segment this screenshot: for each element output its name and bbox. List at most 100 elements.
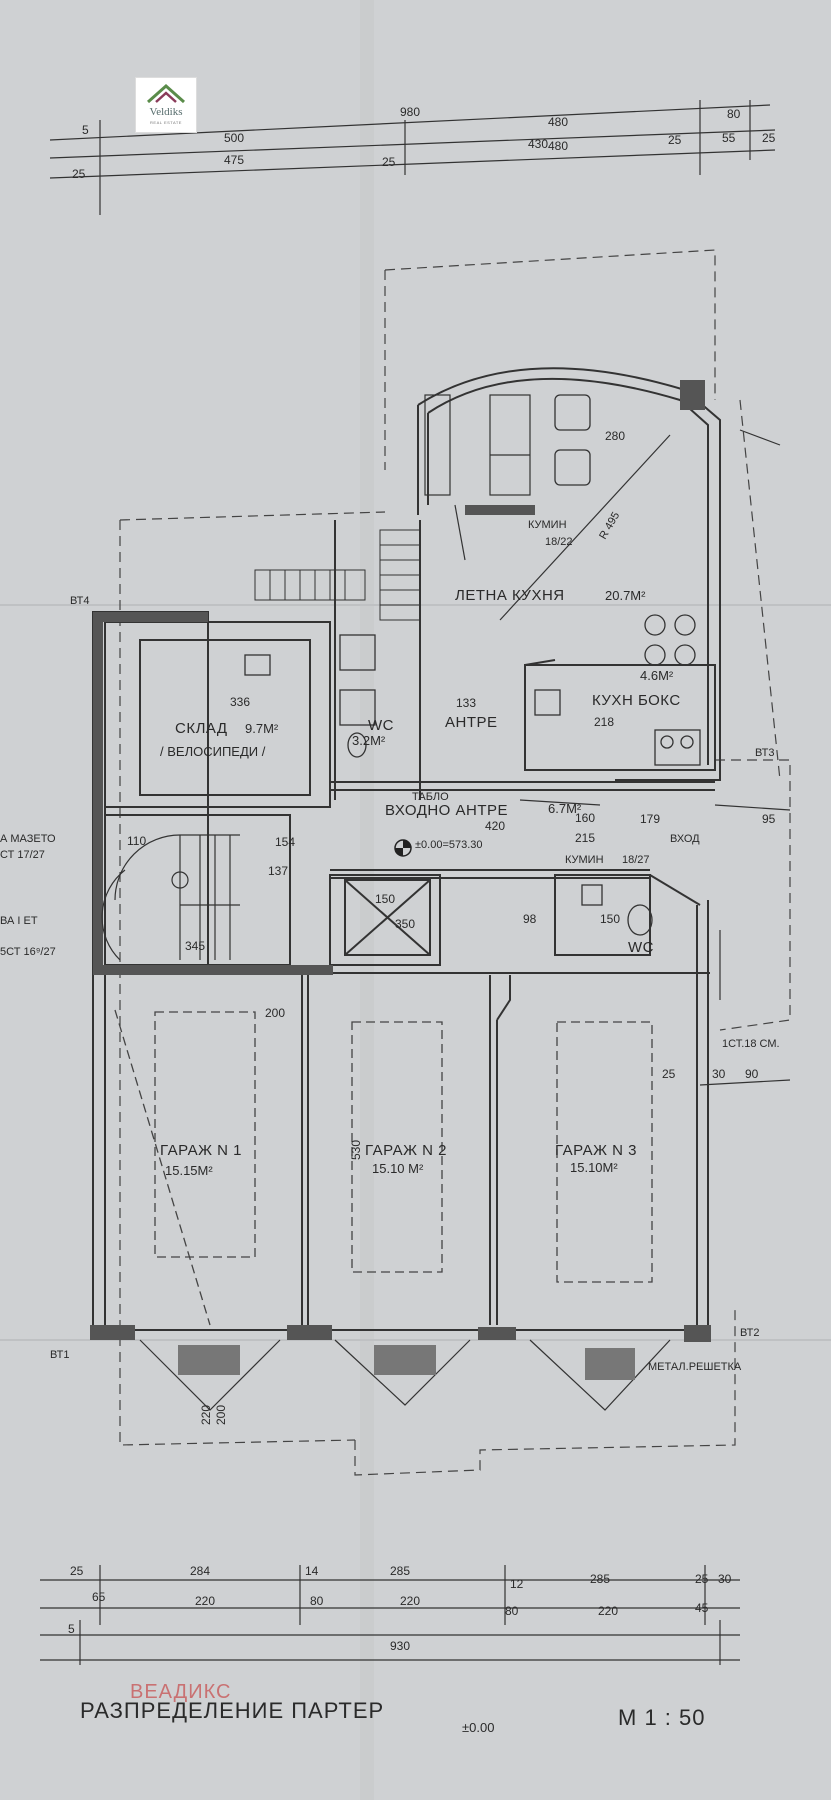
side-stairs (254, 529, 421, 621)
bottom-dim-2: 284 (190, 1564, 210, 1578)
top-dim-6: 480 (548, 139, 568, 153)
fixtures (244, 394, 701, 936)
bottom-dim-11: 80 (310, 1594, 324, 1608)
garage1-label: ГАРАЖ N 1 (160, 1142, 242, 1159)
top-dim-2: 480 (548, 115, 568, 129)
level-marker-icon (394, 839, 412, 857)
garage2-label: ГАРАЖ N 2 (365, 1142, 447, 1159)
top-dim-13: 25 (762, 131, 776, 145)
metal-grates (178, 1345, 635, 1380)
steps-note: 1СТ.18 СМ. (722, 1038, 780, 1050)
bottom-dim-8: 30 (718, 1572, 732, 1586)
top-dim-11: 25 (668, 133, 682, 147)
wc2-label: WC (628, 939, 654, 956)
wall-blocks (90, 380, 711, 1342)
garage3-area: 15.10M² (570, 1160, 618, 1175)
top-dimension-lines (49, 100, 776, 215)
inner-dim-160: 160 (575, 811, 595, 825)
top-dim-7: 25 (72, 167, 86, 181)
kitchen-box-label: КУХН БОКС (592, 692, 681, 709)
table-label: ТАБЛО (412, 791, 449, 803)
garage-car-outlines (114, 1009, 653, 1326)
stair-note-1: А МАЗЕТО (0, 833, 56, 845)
inner-dim-150b: 150 (600, 912, 620, 926)
inner-dim-110: 110 (127, 834, 146, 848)
fireplace2-size: 18/27 (622, 854, 650, 866)
storage-label: СКЛАД (175, 720, 228, 737)
stair-note-2: СТ 17/27 (0, 849, 45, 861)
inner-dim-336: 336 (230, 695, 250, 709)
plan-title: РАЗПРЕДЕЛЕНИЕ ПАРТЕР (80, 1698, 384, 1723)
watermark: ВЕАДИКС (130, 1681, 232, 1703)
metal-grid-label: МЕТАЛ.РЕШЕТКА (648, 1361, 742, 1373)
storage-note: / ВЕЛОСИПЕДИ / (160, 744, 266, 759)
inner-dim-215: 215 (575, 831, 595, 845)
inner-dim-218: 218 (594, 715, 614, 729)
axis-bt3: ВТ3 (755, 747, 774, 759)
garage1-area: 15.15M² (165, 1163, 213, 1178)
logo-name: Veldiks (149, 106, 183, 118)
inner-dim-25: 25 (662, 1067, 676, 1081)
entry-hall-area: 6.7M² (548, 801, 582, 816)
right-outer-lines (699, 429, 791, 1086)
bottom-dim-15: 45 (695, 1601, 709, 1615)
inner-dim-530: 530 (349, 1140, 363, 1160)
radius-line (499, 434, 671, 621)
level-mark: ±0.00=573.30 (415, 839, 483, 851)
bottom-dim-1: 25 (70, 1564, 84, 1578)
top-dim-10: 430 (528, 137, 548, 151)
inner-dim-345: 345 (185, 939, 205, 953)
top-dim-5: 500 (224, 131, 244, 145)
garage-gates (139, 1339, 671, 1411)
inner-dim-98: 98 (523, 912, 537, 926)
plan-level: ±0.00 (462, 1720, 494, 1735)
wc1-area: 3.2M² (352, 733, 386, 748)
axis-bt1: ВТ1 (50, 1349, 69, 1361)
entrance-label: ВХОД (670, 833, 700, 845)
inner-dim-150a: 150 (375, 892, 395, 906)
summer-kitchen-label: ЛЕТНА КУХНЯ (455, 587, 565, 604)
bottom-dimension-lines (40, 1565, 740, 1665)
inner-dim-200b: 200 (214, 1405, 228, 1425)
inner-dim-133: 133 (456, 696, 476, 710)
inner-dim-30: 30 (712, 1067, 726, 1081)
fireplace2-label: КУМИН (565, 854, 604, 866)
bottom-dim-3: 14 (305, 1564, 319, 1578)
house-logo-icon (147, 83, 185, 104)
bottom-dim-7: 25 (695, 1572, 709, 1586)
inner-dim-154: 154 (275, 835, 295, 849)
top-dim-4: 5 (82, 123, 89, 137)
storage-area: 9.7M² (245, 721, 279, 736)
bottom-dim-4: 285 (390, 1564, 410, 1578)
bottom-dim-10: 220 (195, 1594, 215, 1608)
kitchen-counters (424, 394, 601, 806)
spiral-stair (101, 834, 240, 961)
fireplace1-size: 18/22 (545, 536, 573, 548)
kitchen-box-area: 4.6M² (640, 668, 674, 683)
garage2-area: 15.10 M² (372, 1161, 424, 1176)
entry-hall-label: ВХОДНО АНТРЕ (385, 802, 508, 819)
bottom-dim-5: 12 (510, 1577, 524, 1591)
bottom-dim-12: 220 (400, 1594, 420, 1608)
inner-dim-179: 179 (640, 812, 660, 826)
top-dim-3: 80 (727, 107, 741, 121)
axis-bt4: ВТ4 (70, 595, 89, 607)
wc1-label: WC (368, 717, 394, 734)
stair-note-4: 5СТ 16⁹/27 (0, 946, 56, 958)
inner-dim-350: 350 (395, 917, 415, 931)
inner-dim-420: 420 (485, 819, 505, 833)
bottom-dim-9: 65 (92, 1590, 106, 1604)
garage3-label: ГАРАЖ N 3 (555, 1142, 637, 1159)
stair-note-3: ВА I ЕТ (0, 915, 38, 927)
bottom-dim-13: 80 (505, 1604, 519, 1618)
top-dim-1: 980 (400, 105, 420, 119)
summer-kitchen-area: 20.7M² (605, 588, 646, 603)
hall-label: АНТРЕ (445, 714, 498, 731)
inner-dim-280: 280 (605, 429, 625, 443)
bottom-dim-17: 930 (390, 1639, 410, 1653)
inner-dim-220: 220 (199, 1405, 213, 1425)
logo-tagline: REAL ESTATE (150, 120, 182, 125)
top-dim-9: 25 (382, 155, 396, 169)
bottom-dim-16: 5 (68, 1622, 75, 1636)
inner-dim-95: 95 (762, 812, 776, 826)
